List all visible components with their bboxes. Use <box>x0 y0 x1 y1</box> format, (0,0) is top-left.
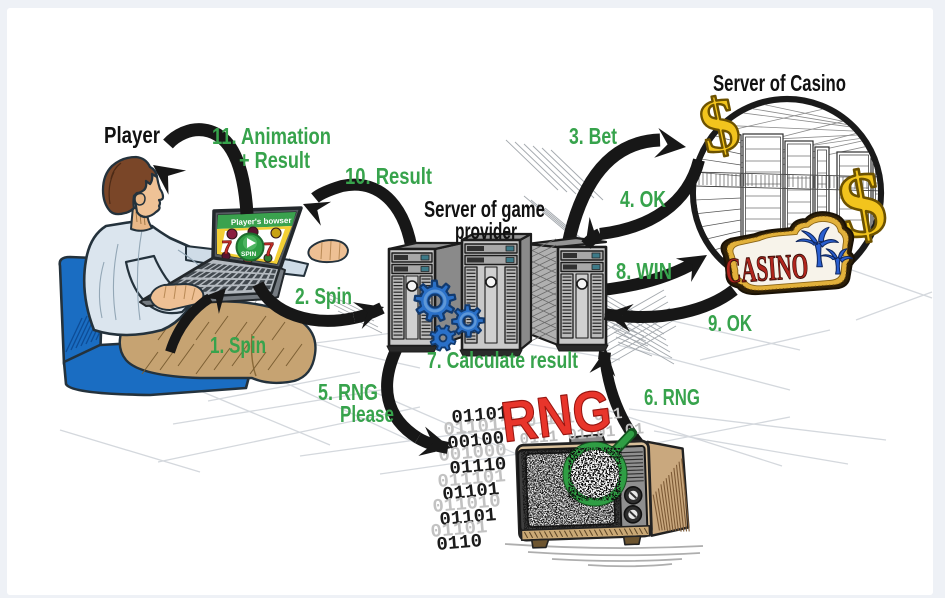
svg-text:+ Result: + Result <box>239 147 310 173</box>
svg-text:01101: 01101 <box>430 516 489 543</box>
svg-text:SPIN: SPIN <box>241 251 256 258</box>
svg-text:Server of game: Server of game <box>424 196 545 222</box>
svg-text:Player's bowser: Player's bowser <box>231 216 292 227</box>
svg-text:provider: provider <box>455 218 517 244</box>
svg-text:Please: Please <box>340 401 394 427</box>
svg-text:0110: 0110 <box>436 530 483 556</box>
svg-text:Server of Casino: Server of Casino <box>713 70 846 96</box>
svg-text:1. Spin: 1. Spin <box>210 332 266 358</box>
svg-text:7: 7 <box>221 238 232 259</box>
svg-text:7: 7 <box>263 240 274 261</box>
svg-text:01101: 01101 <box>451 402 510 429</box>
svg-text:CASINO: CASINO <box>724 245 809 291</box>
svg-text:Player: Player <box>104 122 160 148</box>
svg-text:4. OK: 4. OK <box>620 186 666 212</box>
svg-text:8. WIN: 8. WIN <box>616 258 672 284</box>
svg-text:7. Calculate result: 7. Calculate result <box>427 347 578 373</box>
svg-text:3. Bet: 3. Bet <box>569 123 617 149</box>
svg-text:9. OK: 9. OK <box>708 310 752 336</box>
svg-text:01101: 01101 <box>439 504 498 531</box>
svg-text:2. Spin: 2. Spin <box>295 283 352 309</box>
svg-text:5. RNG: 5. RNG <box>318 379 378 405</box>
svg-text:11. Animation: 11. Animation <box>212 123 331 149</box>
svg-text:6. RNG: 6. RNG <box>644 384 700 410</box>
svg-text:10. Result: 10. Result <box>345 163 432 189</box>
svg-text:01110: 01110 <box>449 453 508 480</box>
